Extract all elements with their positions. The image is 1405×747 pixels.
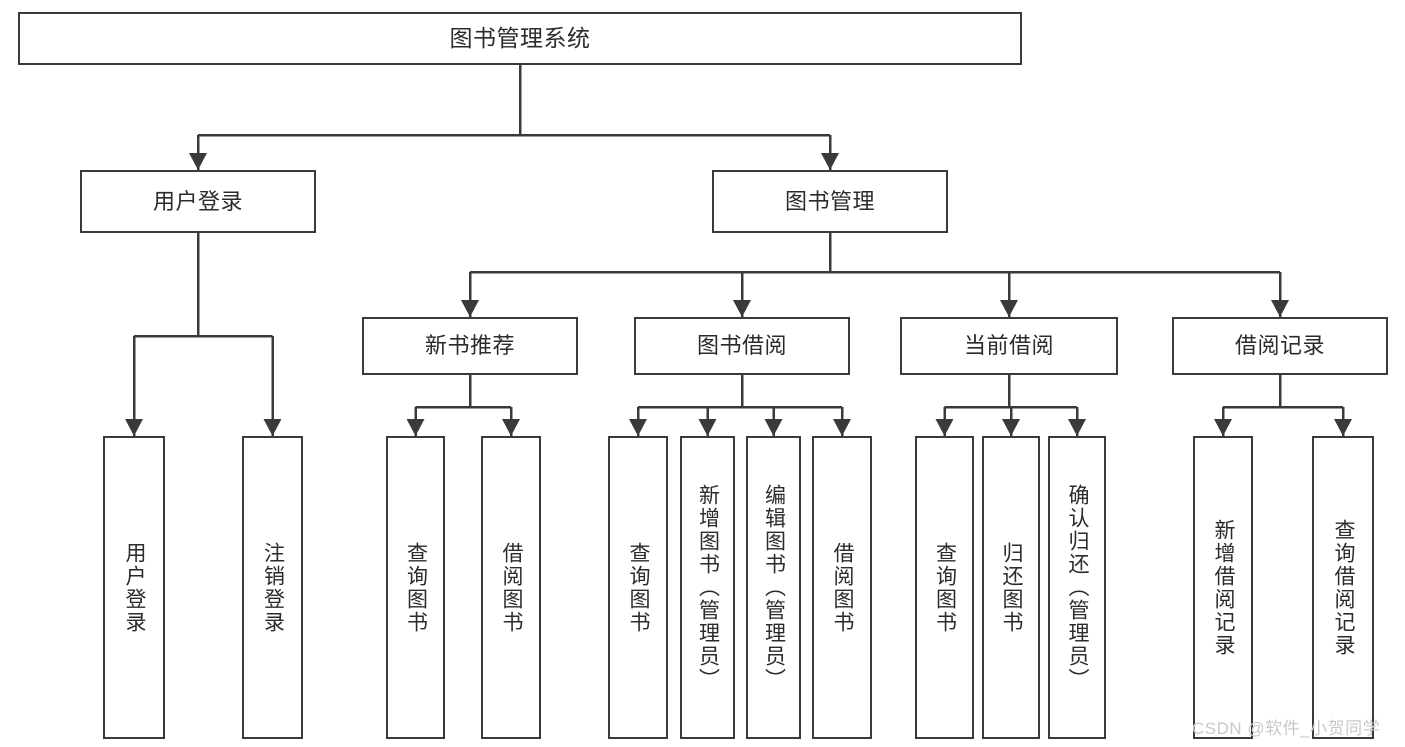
node-label-leaf-borrow-book: 借阅图书	[831, 541, 855, 634]
node-label-leaf-edit-book: 编辑图书（管理员）	[762, 484, 786, 691]
node-label-leaf-add-borrow-record: 新增借阅记录	[1212, 518, 1236, 657]
node-label-root: 图书管理系统	[449, 24, 591, 51]
node-user-login[interactable]: 用户登录	[80, 170, 316, 233]
node-leaf-confirm-return[interactable]: 确认归还（管理员）	[1048, 436, 1106, 739]
node-label-leaf-user-login: 用户登录	[123, 541, 147, 634]
node-label-leaf-add-book: 新增图书（管理员）	[696, 484, 720, 691]
csdn-watermark: CSDN @软件_小贺同学	[1192, 719, 1381, 738]
node-leaf-borrow-book[interactable]: 借阅图书	[812, 436, 872, 739]
node-current-borrow[interactable]: 当前借阅	[900, 317, 1118, 375]
node-label-leaf-query-book-current: 查询图书	[933, 541, 957, 634]
node-label-book-manage: 图书管理	[784, 188, 875, 214]
node-leaf-query-borrow-record[interactable]: 查询借阅记录	[1312, 436, 1374, 739]
node-leaf-logout[interactable]: 注销登录	[242, 436, 303, 739]
node-leaf-edit-book[interactable]: 编辑图书（管理员）	[746, 436, 801, 739]
node-label-book-borrow: 图书借阅	[696, 333, 787, 359]
node-leaf-user-login[interactable]: 用户登录	[103, 436, 165, 739]
node-book-borrow[interactable]: 图书借阅	[634, 317, 850, 375]
node-label-leaf-confirm-return: 确认归还（管理员）	[1066, 484, 1090, 691]
node-label-leaf-borrow-book-recommend: 借阅图书	[500, 541, 524, 634]
node-leaf-query-book-borrow[interactable]: 查询图书	[608, 436, 668, 739]
node-leaf-borrow-book-recommend[interactable]: 借阅图书	[481, 436, 541, 739]
node-leaf-add-book[interactable]: 新增图书（管理员）	[680, 436, 735, 739]
node-label-new-book-recommend: 新书推荐	[424, 333, 515, 359]
node-label-leaf-query-book-recommend: 查询图书	[404, 541, 428, 634]
node-label-leaf-logout: 注销登录	[261, 541, 285, 634]
node-leaf-add-borrow-record[interactable]: 新增借阅记录	[1193, 436, 1253, 739]
node-label-borrow-record: 借阅记录	[1234, 333, 1325, 359]
node-label-current-borrow: 当前借阅	[963, 333, 1054, 359]
node-root[interactable]: 图书管理系统	[18, 12, 1022, 65]
node-label-leaf-return-book: 归还图书	[1000, 541, 1024, 634]
node-label-leaf-query-book-borrow: 查询图书	[627, 541, 651, 634]
node-label-user-login: 用户登录	[152, 188, 243, 214]
node-leaf-return-book[interactable]: 归还图书	[982, 436, 1040, 739]
node-label-leaf-query-borrow-record: 查询借阅记录	[1332, 518, 1356, 657]
node-borrow-record[interactable]: 借阅记录	[1172, 317, 1388, 375]
node-new-book-recommend[interactable]: 新书推荐	[362, 317, 578, 375]
node-leaf-query-book-recommend[interactable]: 查询图书	[386, 436, 445, 739]
node-book-manage[interactable]: 图书管理	[712, 170, 948, 233]
node-leaf-query-book-current[interactable]: 查询图书	[915, 436, 974, 739]
